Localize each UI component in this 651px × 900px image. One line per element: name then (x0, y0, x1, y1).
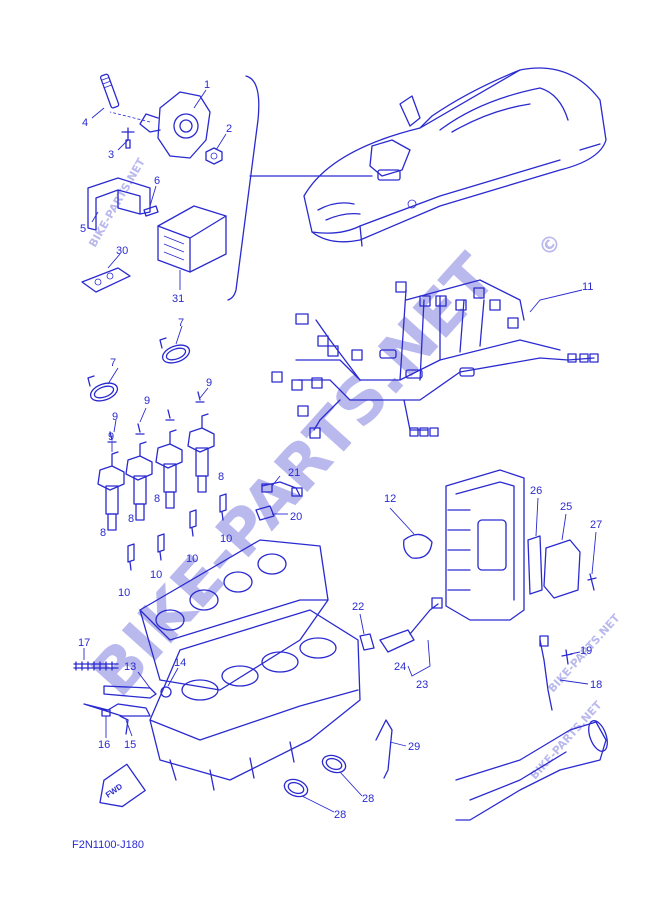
exhaust-pipe (455, 635, 608, 821)
callout-10c: 10 (186, 553, 198, 565)
leader-lines (83, 89, 597, 813)
callout-11: 11 (582, 281, 593, 293)
callout-20: 20 (290, 511, 302, 523)
callout-10a: 10 (118, 587, 130, 599)
callout-5: 5 (80, 223, 86, 235)
watercraft-illustration (303, 67, 607, 247)
callout-28b: 28 (334, 809, 346, 821)
wire-harness (271, 279, 599, 439)
copyright-mark: © (534, 229, 567, 262)
callout-21: 21 (288, 467, 300, 479)
hose-bands (87, 337, 191, 402)
callout-8d: 8 (218, 471, 224, 483)
left-sensors (73, 661, 172, 735)
callout-30: 30 (116, 245, 128, 257)
callout-29: 29 (408, 741, 420, 753)
callout-10d: 10 (220, 533, 232, 545)
control-module (403, 469, 597, 621)
callout-14: 14 (174, 657, 186, 669)
callout-8a: 8 (100, 527, 106, 539)
callout-28a: 28 (362, 793, 374, 805)
callout-3: 3 (108, 149, 114, 161)
callout-15: 15 (124, 739, 136, 751)
throttle-sensor-group (81, 73, 373, 301)
callout-26: 26 (530, 485, 542, 497)
watermark: BIKE-PARTS.NET © BIKE-PARTS.NET BIKE-PAR… (77, 156, 623, 782)
callout-9b: 9 (144, 395, 150, 407)
drawing-code: F2N1100-J180 (72, 839, 144, 851)
callout-9c: 9 (112, 411, 118, 423)
callout-27: 27 (590, 519, 602, 531)
callout-8c: 8 (154, 493, 160, 505)
callout-12: 12 (384, 493, 396, 505)
callout-18: 18 (590, 679, 602, 691)
callout-4: 4 (82, 117, 88, 129)
callout-22: 22 (352, 601, 364, 613)
callout-10b: 10 (150, 569, 162, 581)
sensor-20-21 (255, 481, 303, 521)
ignition-coils (97, 391, 227, 571)
callout-6: 6 (154, 175, 160, 187)
fwd-label: FWD (104, 782, 124, 800)
callout-13: 13 (124, 661, 136, 673)
callout-16: 16 (98, 739, 110, 751)
callout-25: 25 (560, 501, 572, 513)
callout-7b: 7 (110, 357, 116, 369)
callout-labels: 1 2 3 4 5 6 30 31 11 7 7 9 9 9 9 8 8 8 8… (78, 79, 602, 821)
engine-block (139, 539, 361, 791)
cable-bands (283, 719, 393, 798)
callout-9d: 9 (108, 431, 114, 443)
callout-9a: 9 (206, 377, 212, 389)
sensor-22-24 (359, 597, 443, 653)
callout-24: 24 (394, 661, 406, 673)
callout-23: 23 (416, 679, 428, 691)
watermark-small-3: BIKE-PARTS.NET (528, 698, 605, 782)
callout-19: 19 (580, 645, 592, 657)
callout-2: 2 (226, 123, 232, 135)
callout-8b: 8 (128, 513, 134, 525)
callout-31: 31 (172, 293, 184, 305)
forward-direction-arrow: FWD (99, 763, 146, 808)
callout-1: 1 (204, 79, 210, 91)
callout-17: 17 (78, 637, 90, 649)
callout-7a: 7 (178, 317, 184, 329)
